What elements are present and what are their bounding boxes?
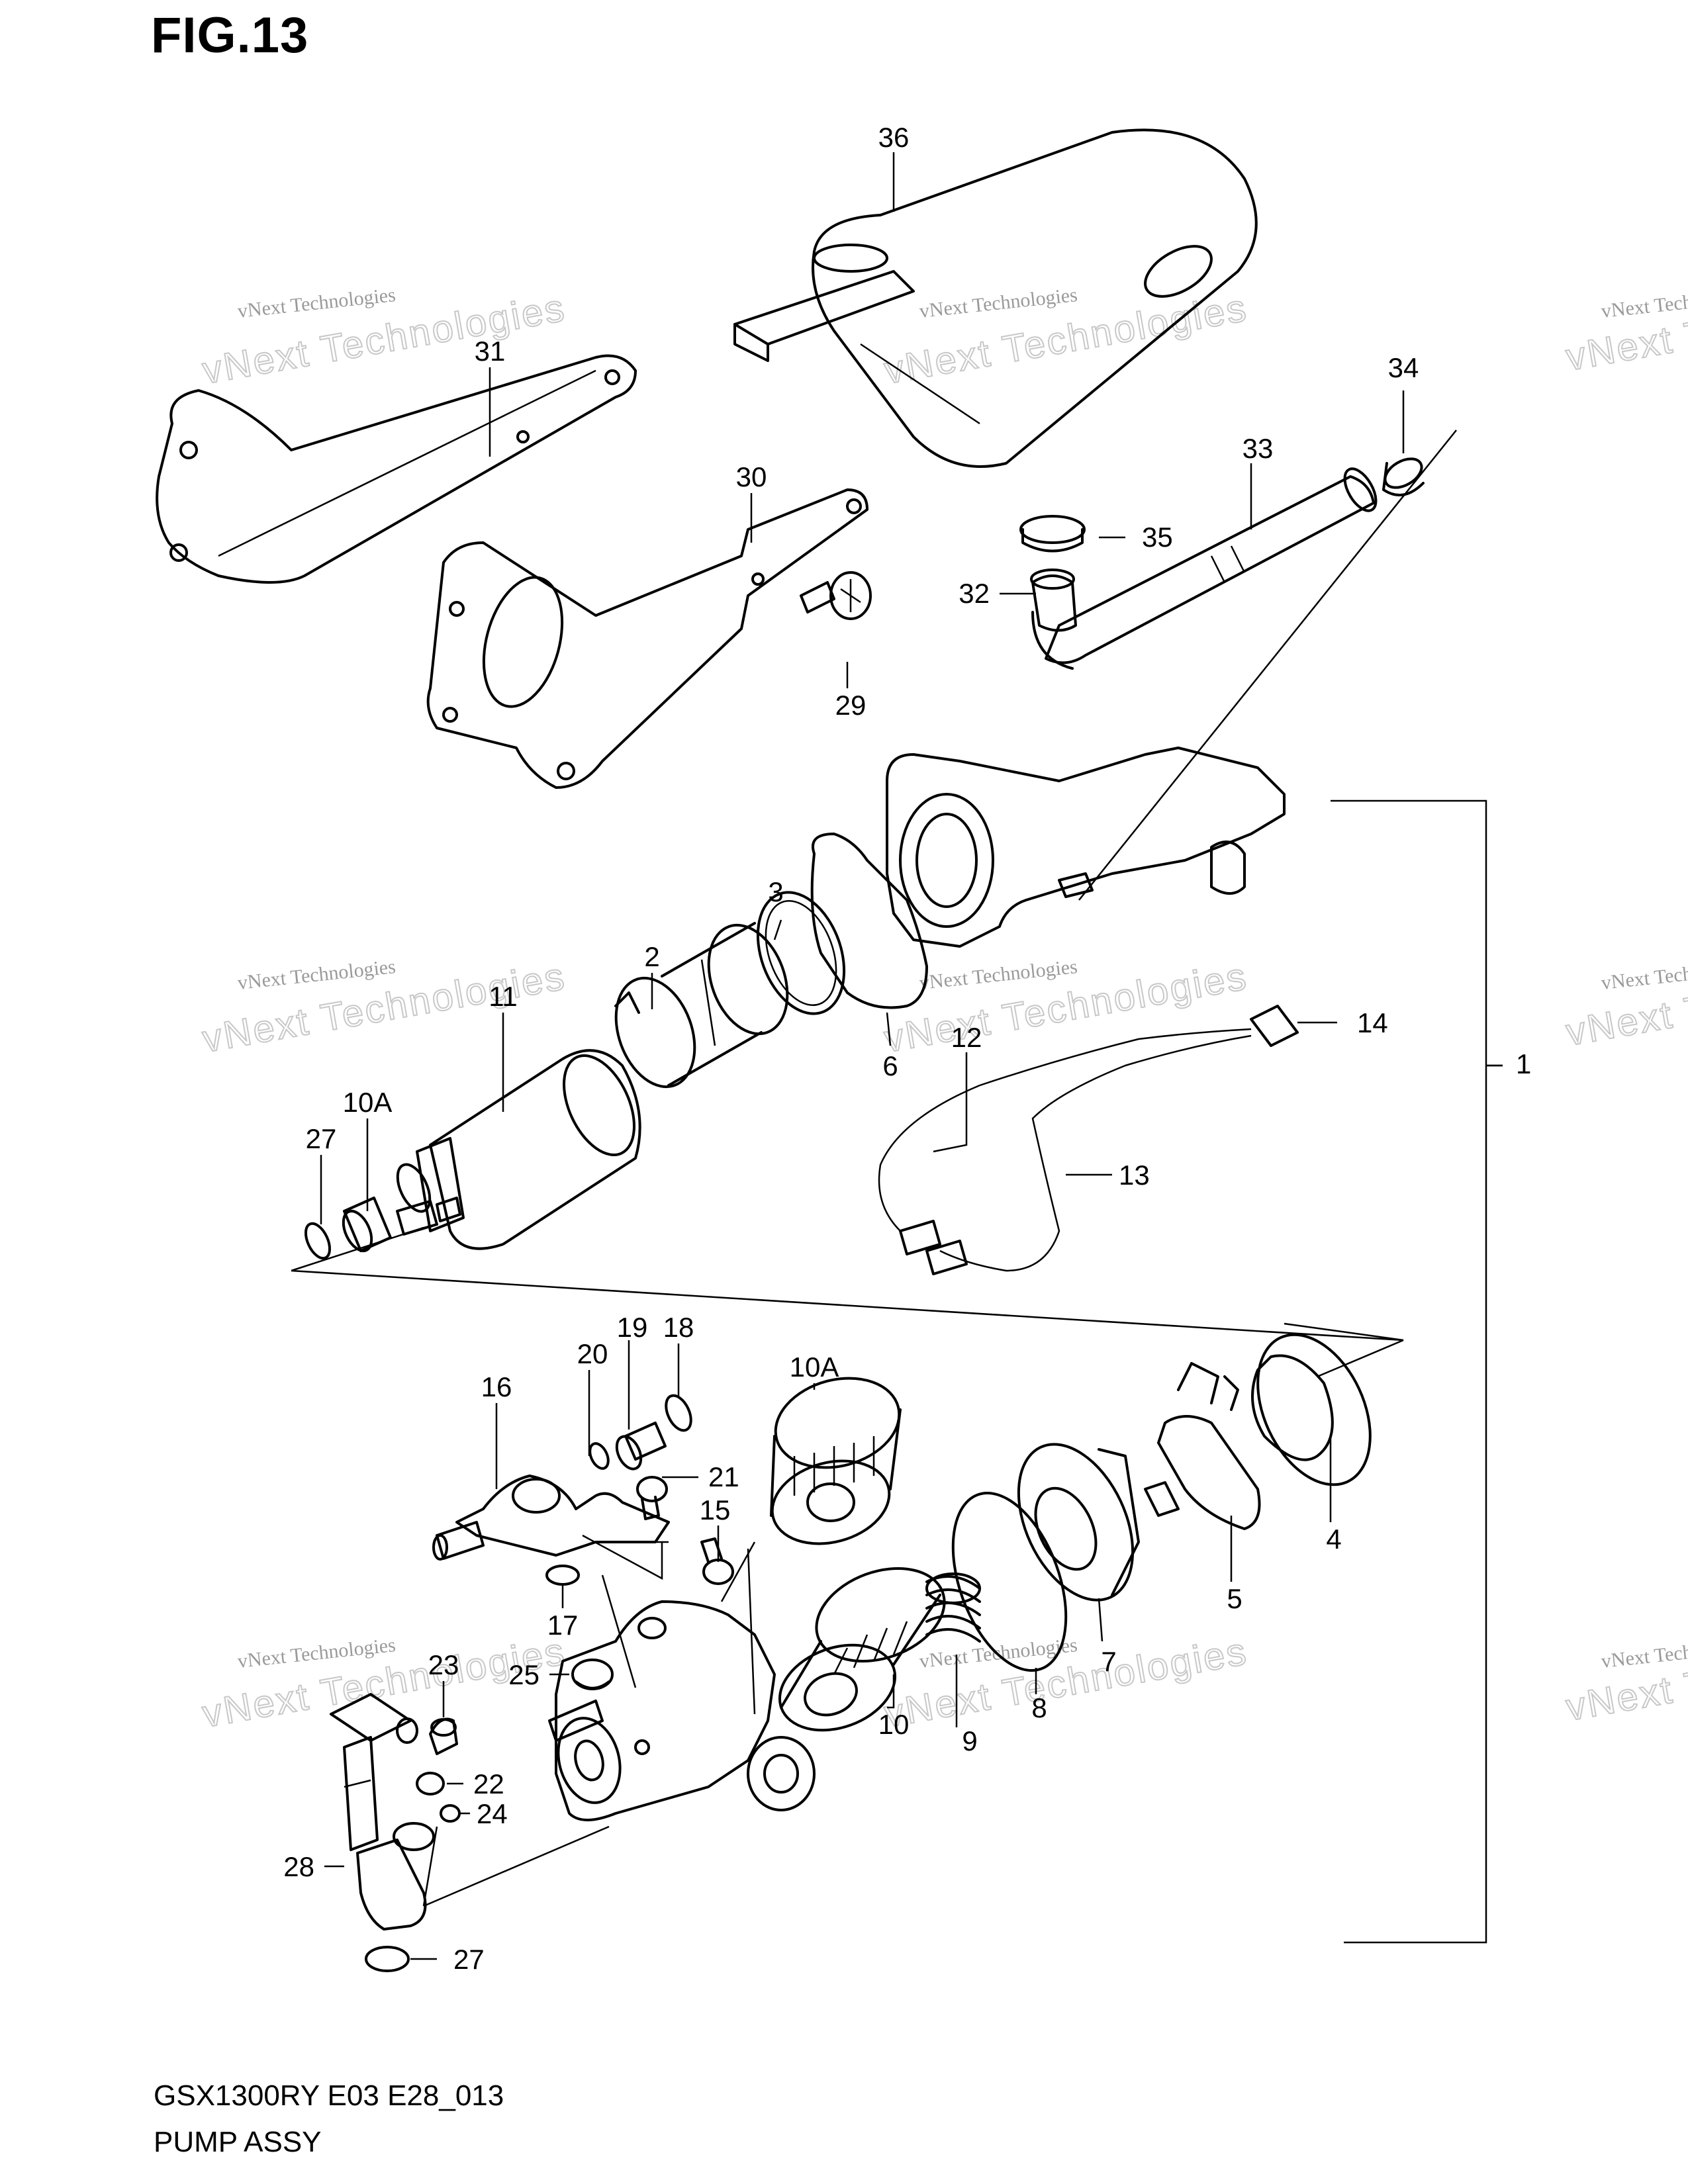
callout-27-lower: 27 — [453, 1944, 485, 1975]
callout-8: 8 — [1031, 1692, 1047, 1723]
part-26-plug — [571, 1659, 614, 1690]
part-31-bracket — [156, 354, 637, 584]
watermark-layer: vNext Technologies vNext Technologies vN… — [199, 272, 1688, 1737]
part-4-ring — [1251, 1333, 1372, 1486]
callout-18: 17 — [547, 1610, 579, 1641]
part-35-clamp — [1019, 515, 1086, 553]
part-34-clamp — [1382, 457, 1425, 496]
part-32-hose-elbow — [1030, 569, 1077, 632]
callout-19: 18 — [663, 1312, 694, 1343]
part-6-gasket — [810, 833, 928, 1009]
callout-4: 4 — [1326, 1524, 1341, 1555]
part-8-o-ring — [951, 1491, 1068, 1672]
part-27-o-ring-upper — [304, 1222, 332, 1260]
part-22-screw — [636, 1476, 668, 1520]
callout-34: 34 — [1388, 352, 1419, 383]
part-12-fuel-pump — [396, 1049, 641, 1250]
pump-mount-plate — [886, 747, 1286, 948]
callout-23: 22 — [473, 1768, 504, 1799]
footer-assembly-name: PUMP ASSY — [154, 2126, 322, 2158]
callout-33: 33 — [1243, 433, 1274, 464]
callout-labels: 36 31 30 29 33 35 32 34 1 2 3 6 12 14 13… — [283, 122, 1531, 1975]
callout-36: 36 — [878, 122, 910, 153]
part-20-union — [615, 1422, 667, 1471]
callout-9: 9 — [962, 1725, 977, 1756]
callout-13: 12 — [951, 1022, 982, 1053]
part-33-hose — [1031, 467, 1378, 670]
watermark-small: vNext Technologies — [1600, 956, 1688, 994]
part-16-screw — [700, 1537, 734, 1585]
callout-10a: 10A — [790, 1351, 839, 1383]
pump-housing — [548, 1600, 816, 1821]
part-19-o-ring — [665, 1394, 692, 1432]
part-36-cover — [733, 128, 1258, 468]
callout-6: 6 — [882, 1050, 898, 1081]
part-30-bracket — [426, 488, 868, 789]
part-29-bolt — [800, 571, 872, 620]
part-21-o-ring — [588, 1442, 610, 1470]
lower-guide-lines — [422, 1534, 756, 1907]
callout-25: 24 — [477, 1798, 508, 1829]
callout-21: 20 — [577, 1338, 608, 1369]
callout-28: 28 — [283, 1851, 314, 1882]
footer-model-code: GSX1300RY E03 E28_013 — [154, 2079, 504, 2112]
callout-7: 7 — [1101, 1646, 1116, 1677]
part-1-bracket-line — [1331, 799, 1503, 1944]
callout-3: 3 — [768, 876, 783, 907]
callout-27-upper: 27 — [306, 1123, 337, 1154]
part-3-o-ring — [756, 891, 846, 1015]
callout-17: 16 — [481, 1371, 512, 1402]
watermark-small: vNext Technologies — [236, 284, 397, 322]
callout-15: 14 — [1357, 1007, 1388, 1038]
part-28-joint-pipe — [330, 1693, 435, 1931]
callout-22: 21 — [708, 1461, 739, 1492]
part-7-cover — [1017, 1443, 1180, 1602]
callout-12: 11 — [489, 981, 518, 1012]
part-5-plate — [1157, 1362, 1261, 1530]
part-25-washer — [440, 1804, 461, 1823]
watermark-large: vNext Technologies — [1563, 948, 1688, 1054]
leader-lines — [320, 152, 1503, 1960]
part-24-fitting — [429, 1717, 458, 1755]
callout-30: 30 — [736, 461, 767, 492]
callout-35: 35 — [1142, 522, 1173, 553]
watermark-small: vNext Technologies — [918, 284, 1078, 322]
watermark-large: vNext Technologies — [1563, 273, 1688, 379]
callout-24: 23 — [428, 1649, 459, 1680]
part-10a-filter — [770, 1377, 902, 1545]
part-13-14-15-wiring — [878, 1005, 1299, 1275]
callout-10: 10 — [878, 1709, 910, 1740]
callout-11: 10A — [343, 1087, 393, 1118]
callout-1: 1 — [1516, 1048, 1531, 1079]
assembly-guide-lines — [291, 430, 1457, 1378]
part-27-o-ring-lower — [365, 1946, 410, 1972]
callout-14: 13 — [1119, 1160, 1150, 1191]
part-23-washer — [416, 1772, 445, 1796]
callout-32: 32 — [959, 578, 990, 609]
part-9-spring — [925, 1572, 981, 1643]
callout-26: 25 — [508, 1659, 539, 1690]
watermark-large: vNext Technologies — [1563, 1623, 1688, 1729]
callout-2: 2 — [644, 941, 659, 972]
callout-5: 5 — [1227, 1583, 1242, 1614]
part-18-o-ring — [545, 1565, 580, 1586]
figure-title: FIG.13 — [151, 7, 309, 64]
callout-29: 29 — [835, 690, 867, 721]
callout-16: 15 — [700, 1494, 731, 1525]
part-2-holder — [614, 922, 789, 1089]
callout-20: 19 — [617, 1312, 648, 1343]
part-17-regulator — [432, 1475, 670, 1561]
callout-31: 31 — [475, 336, 506, 367]
